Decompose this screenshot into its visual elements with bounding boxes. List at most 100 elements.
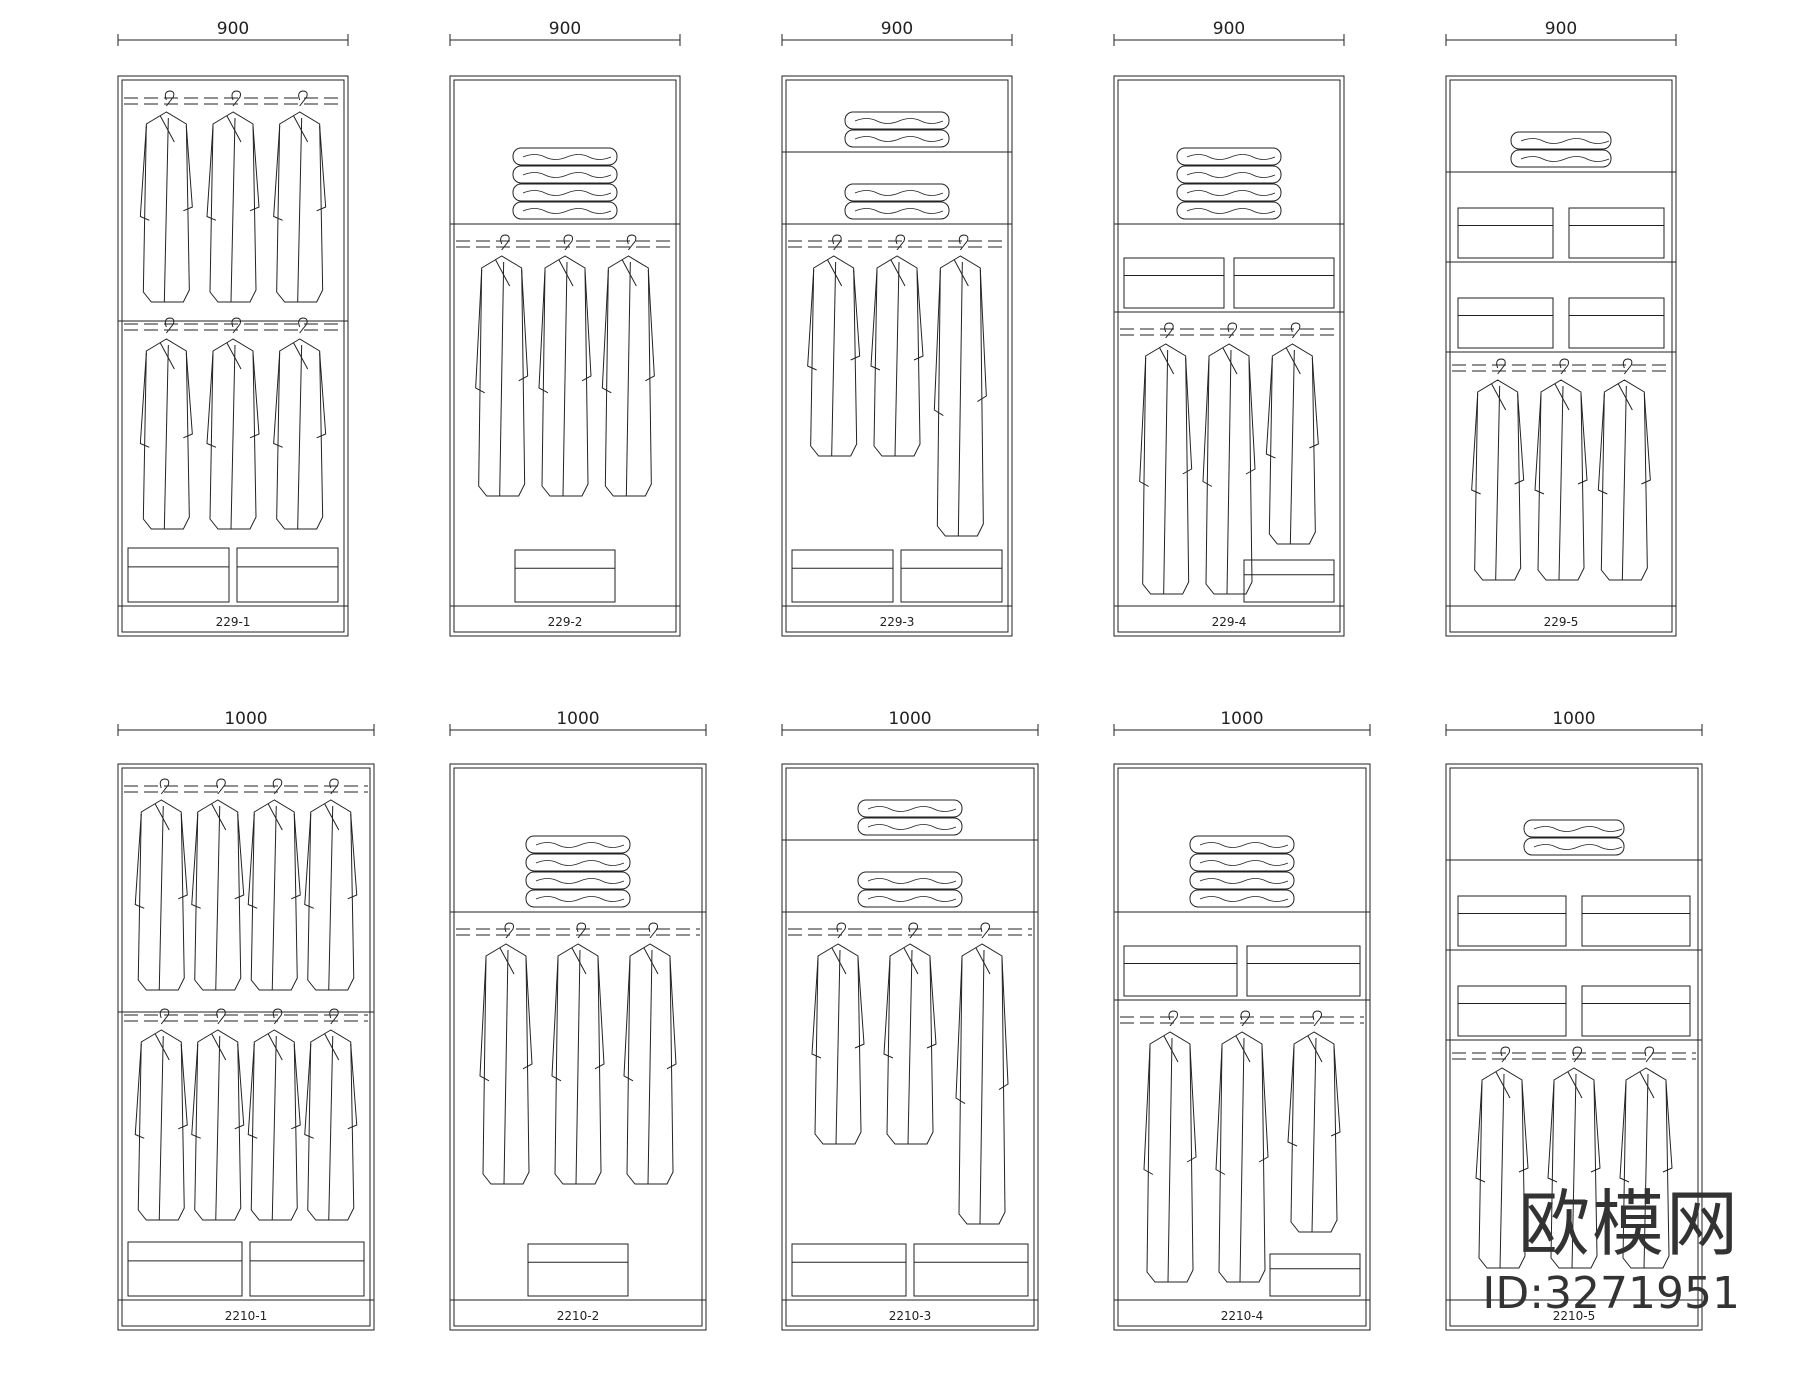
hanging-garment <box>191 1008 245 1221</box>
folded-item <box>512 183 618 202</box>
hanging-garment <box>191 778 245 991</box>
garment-sleeve <box>883 957 894 1059</box>
hanging-garment <box>139 90 193 303</box>
garment-sleeve <box>1202 357 1213 487</box>
fold-line <box>867 806 957 812</box>
fold-line <box>1186 208 1276 214</box>
box-outline <box>1243 559 1335 603</box>
fold-line <box>854 208 944 214</box>
garment-sleeve <box>206 352 217 448</box>
garment-sleeve <box>234 813 245 900</box>
garment-sleeve <box>645 269 655 382</box>
hanging-rail <box>1452 1052 1696 1060</box>
unit-code: 229-3 <box>880 615 915 629</box>
folded-item <box>1189 889 1295 908</box>
storage-box <box>1581 895 1691 947</box>
garment-sleeve <box>926 957 937 1049</box>
folded-clothes-stack <box>1523 819 1625 856</box>
garment-seam <box>894 261 900 457</box>
garment-sleeve <box>1577 393 1588 485</box>
hanging-garment <box>247 778 301 991</box>
garment-sleeve <box>191 1043 201 1139</box>
hanging-rail <box>124 785 368 793</box>
unit-code: 2210-5 <box>1553 1309 1596 1323</box>
garment-sleeve <box>854 957 865 1049</box>
watermark-id: ID:3271951 <box>1482 1268 1740 1319</box>
storage-box <box>127 1241 243 1297</box>
hanger-hook <box>329 778 339 795</box>
box-outline <box>1457 297 1554 349</box>
fold-line <box>1199 878 1289 884</box>
hanging-garment <box>807 234 861 457</box>
folded-item <box>844 201 950 220</box>
garment-collar <box>159 342 175 370</box>
box-outline <box>1457 207 1554 259</box>
garment-seam <box>562 261 568 497</box>
garment-sleeve <box>1215 1045 1226 1175</box>
garment-sleeve <box>1139 357 1149 487</box>
garment-seam <box>1643 1073 1649 1269</box>
hanging-garment <box>933 234 987 537</box>
garment-sleeve <box>594 957 605 1070</box>
box-outline <box>236 547 339 603</box>
garment-seam <box>499 261 505 497</box>
garment-collar <box>1307 1035 1323 1063</box>
garment-sleeve <box>234 1043 245 1130</box>
garment-sleeve <box>1245 357 1256 475</box>
garment-sleeve <box>666 957 677 1070</box>
storage-box <box>1246 945 1361 997</box>
garment-collar <box>499 947 515 975</box>
garment-sleeve <box>316 352 327 439</box>
folded-item <box>857 871 963 890</box>
box-outline <box>249 1241 365 1297</box>
garment-collar <box>293 342 309 370</box>
garment-collar <box>324 803 340 831</box>
hanger-hook <box>1227 322 1237 339</box>
box-outline <box>1581 985 1691 1037</box>
garment-sleeve <box>1182 357 1193 475</box>
folded-clothes-stack <box>1176 147 1282 220</box>
width-dimension: 900 <box>117 19 349 46</box>
garment-sleeve <box>273 352 283 448</box>
fold-line <box>867 824 957 830</box>
garment-sleeve <box>273 125 283 221</box>
width-dimension: 1000 <box>1445 709 1703 736</box>
storage-box <box>127 547 230 603</box>
garment-sleeve <box>247 1043 258 1139</box>
garment-collar <box>1285 347 1301 375</box>
width-dimension: 900 <box>1445 19 1677 46</box>
hanger-hook <box>164 317 175 334</box>
garment-collar <box>827 259 843 287</box>
garment-sleeve <box>1597 393 1608 495</box>
cabinet-inner <box>453 767 703 1327</box>
box-outline <box>1233 257 1335 309</box>
folded-item <box>1510 131 1612 150</box>
box-outline <box>791 1243 907 1297</box>
cabinet-inner <box>1449 767 1699 1327</box>
storage-box <box>900 549 1003 603</box>
folded-clothes-stack <box>844 183 950 220</box>
garment-seam <box>158 1035 164 1221</box>
cabinet-frame <box>781 763 1039 1331</box>
unit-code: 2210-3 <box>889 1309 932 1323</box>
garment-seam <box>1239 1037 1245 1283</box>
garment-sleeve <box>1471 393 1481 495</box>
garment-sleeve <box>1547 1081 1558 1183</box>
garment-seam <box>158 805 164 991</box>
garment-sleeve <box>807 269 817 371</box>
garment-sleeve <box>304 813 314 909</box>
cabinet-frame <box>1113 75 1345 637</box>
garment-sleeve <box>1662 1081 1673 1173</box>
garment-collar <box>1639 1071 1655 1099</box>
garment-sleeve <box>347 1043 358 1130</box>
box-outline <box>900 549 1003 603</box>
garment-sleeve <box>518 269 529 382</box>
width-label: 900 <box>217 19 249 39</box>
cabinet-inner <box>1449 79 1673 633</box>
garment-collar <box>571 947 587 975</box>
garment-sleeve <box>522 957 533 1070</box>
folded-item <box>512 165 618 184</box>
fold-line <box>535 896 625 902</box>
